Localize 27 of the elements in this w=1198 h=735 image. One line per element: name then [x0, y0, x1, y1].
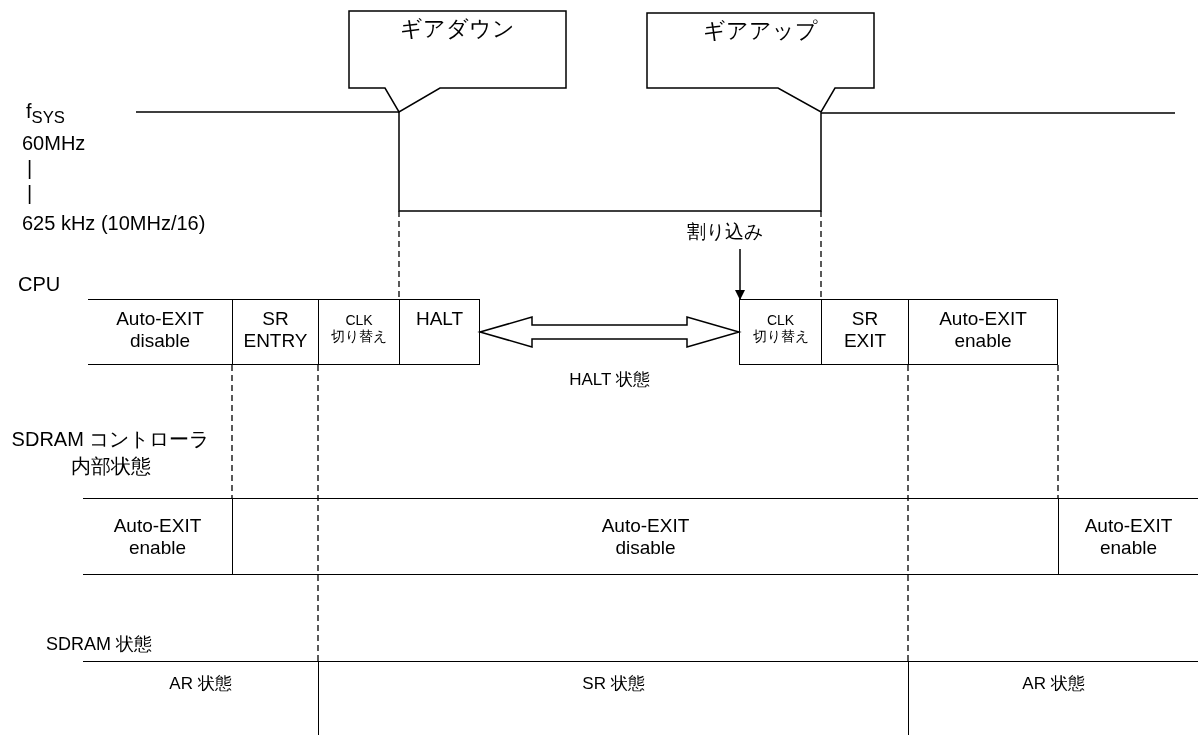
state-cell: CLK 切り替え — [739, 299, 821, 365]
state-cell: SR ENTRY — [232, 299, 318, 365]
state-cell: Auto-EXIT enable — [1058, 498, 1198, 575]
state-cell: CLK 切り替え — [318, 299, 399, 365]
state-cell: Auto-EXIT disable — [232, 498, 1058, 575]
interrupt-label: 割り込み — [680, 219, 770, 245]
row-label: SDRAM コントローラ内部状態 — [10, 427, 211, 479]
state-cell: SR EXIT — [821, 299, 908, 365]
frequency-label: 625 kHz (10MHz/16) — [22, 211, 207, 236]
row-label: SDRAM 状態 — [46, 633, 153, 656]
state-cell: AR 状態 — [83, 661, 318, 735]
state-cell: HALT — [399, 299, 480, 365]
edge-label: HALT 状態 — [568, 369, 651, 391]
state-cell: SR 状態 — [318, 661, 908, 735]
callout-box: ギアダウン — [348, 10, 567, 113]
frequency-label: 60MHz — [22, 131, 87, 156]
state-cell: AR 状態 — [908, 661, 1198, 735]
row-label: CPU — [18, 272, 62, 297]
state-cell: Auto-EXIT enable — [908, 299, 1058, 365]
state-cell: Auto-EXIT enable — [83, 498, 232, 575]
callout-box: ギアアップ — [646, 12, 875, 113]
arrow — [735, 248, 745, 300]
range-label: | — [27, 156, 34, 181]
double-arrow — [477, 316, 742, 348]
signal-name: f$_{SYS}$ — [26, 99, 66, 129]
state-cell: Auto-EXIT disable — [88, 299, 232, 365]
range-label: | — [27, 181, 34, 206]
